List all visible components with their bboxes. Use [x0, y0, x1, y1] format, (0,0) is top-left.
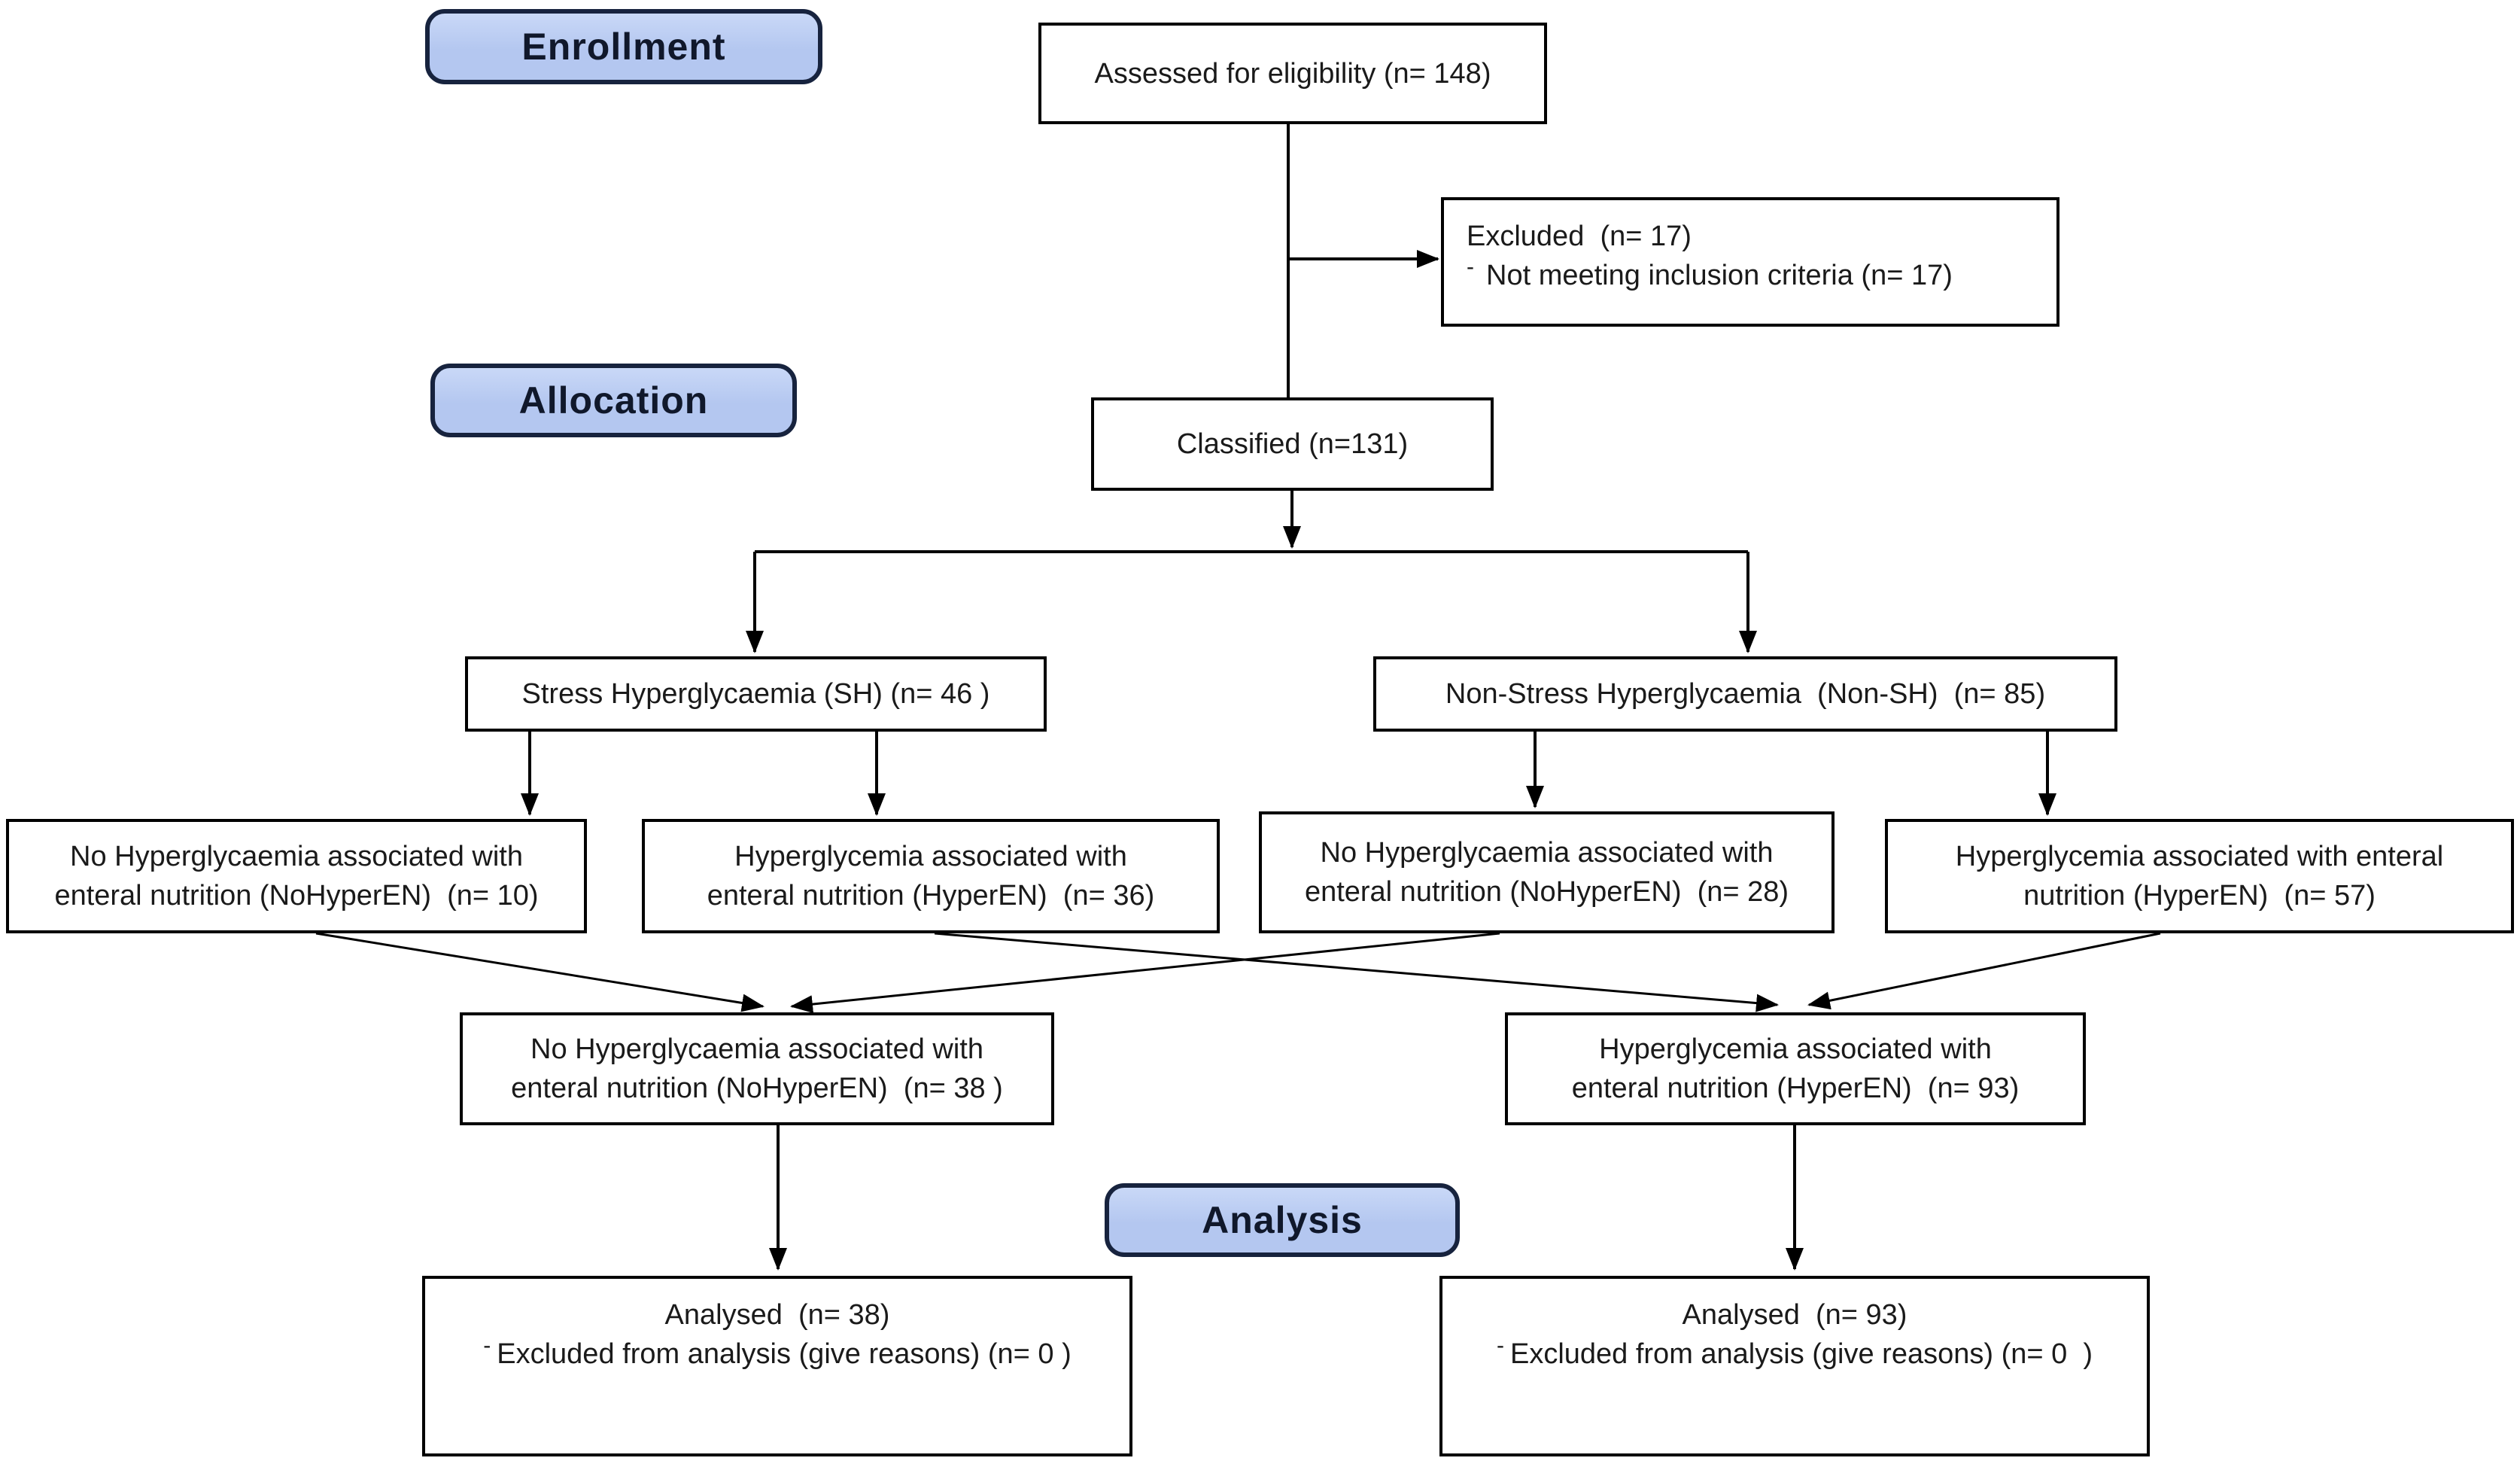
excluded-box: Excluded (n= 17) -Not meeting inclusion … — [1441, 197, 2059, 327]
pooled-nohyperen-box: No Hyperglycaemia associated with entera… — [460, 1012, 1054, 1125]
assessed-for-eligibility-box: Assessed for eligibility (n= 148) — [1038, 23, 1547, 124]
pooled-nohyperen-line2: enteral nutrition (NoHyperEN) (n= 38 ) — [511, 1073, 1003, 1104]
nonsh-hyperen-line2: nutrition (HyperEN) (n= 57) — [2023, 880, 2376, 912]
classified-text: Classified (n=131) — [1176, 428, 1409, 460]
dash-bullet-icon: - — [1496, 1333, 1504, 1358]
analysed-nohyperen-box: Analysed (n= 38) -Excluded from analysis… — [422, 1276, 1132, 1456]
nonsh-hyperen-line1: Hyperglycemia associated with enteral — [1955, 841, 2444, 872]
allocation-stage-badge: Allocation — [430, 364, 797, 437]
pooled-hyperen-line1: Hyperglycemia associated with — [1599, 1033, 1992, 1065]
sh-hyperen-line1: Hyperglycemia associated with — [734, 841, 1127, 872]
sh-hyperen-line2: enteral nutrition (HyperEN) (n= 36) — [707, 880, 1155, 912]
analysis-stage-label: Analysis — [1202, 1199, 1363, 1241]
nonsh-hyperen-box: Hyperglycemia associated with enteral nu… — [1885, 819, 2514, 933]
non-stress-hyperglycaemia-text: Non-Stress Hyperglycaemia (Non-SH) (n= 8… — [1445, 678, 2046, 710]
excluded-title: Excluded (n= 17) — [1467, 221, 1692, 252]
analysed-hyperen-box: Analysed (n= 93) -Excluded from analysis… — [1439, 1276, 2150, 1456]
assessed-for-eligibility-text: Assessed for eligibility (n= 148) — [1094, 57, 1491, 90]
enrollment-stage-label: Enrollment — [521, 26, 726, 68]
excluded-reason-line: -Not meeting inclusion criteria (n= 17) — [1467, 256, 1953, 295]
dash-bullet-icon: - — [483, 1333, 491, 1358]
sh-nohyperen-line2: enteral nutrition (NoHyperEN) (n= 10) — [54, 880, 539, 912]
dash-bullet-icon: - — [1467, 254, 1474, 279]
nonsh-nohyperen-line2: enteral nutrition (NoHyperEN) (n= 28) — [1304, 876, 1789, 908]
sh-nohyperen-box: No Hyperglycaemia associated with entera… — [6, 819, 587, 933]
pooled-nohyperen-line1: No Hyperglycaemia associated with — [530, 1033, 983, 1065]
stress-hyperglycaemia-box: Stress Hyperglycaemia (SH) (n= 46 ) — [465, 656, 1047, 732]
analysed-nohyperen-line2: -Excluded from analysis (give reasons) (… — [483, 1335, 1072, 1374]
analysed-hyperen-excluded-text: Excluded from analysis (give reasons) (n… — [1509, 1338, 2093, 1370]
sh-hyperen-box: Hyperglycemia associated with enteral nu… — [642, 819, 1220, 933]
classified-box: Classified (n=131) — [1091, 397, 1494, 491]
nonsh-nohyperen-box: No Hyperglycaemia associated with entera… — [1259, 811, 1835, 933]
analysed-nohyperen-excluded-text: Excluded from analysis (give reasons) (n… — [497, 1338, 1072, 1370]
analysis-stage-badge: Analysis — [1105, 1183, 1460, 1257]
non-stress-hyperglycaemia-box: Non-Stress Hyperglycaemia (Non-SH) (n= 8… — [1373, 656, 2117, 732]
allocation-stage-label: Allocation — [518, 379, 709, 422]
stress-hyperglycaemia-text: Stress Hyperglycaemia (SH) (n= 46 ) — [521, 678, 990, 710]
pooled-hyperen-box: Hyperglycemia associated with enteral nu… — [1505, 1012, 2086, 1125]
excluded-reason-text: Not meeting inclusion criteria (n= 17) — [1486, 260, 1953, 291]
analysed-hyperen-line1: Analysed (n= 93) — [1682, 1299, 1907, 1331]
pooled-hyperen-line2: enteral nutrition (HyperEN) (n= 93) — [1571, 1073, 2020, 1104]
nonsh-nohyperen-line1: No Hyperglycaemia associated with — [1320, 837, 1774, 869]
sh-nohyperen-line1: No Hyperglycaemia associated with — [70, 841, 523, 872]
enrollment-stage-badge: Enrollment — [425, 9, 822, 84]
analysed-nohyperen-line1: Analysed (n= 38) — [664, 1299, 890, 1331]
analysed-hyperen-line2: -Excluded from analysis (give reasons) (… — [1497, 1335, 2093, 1374]
